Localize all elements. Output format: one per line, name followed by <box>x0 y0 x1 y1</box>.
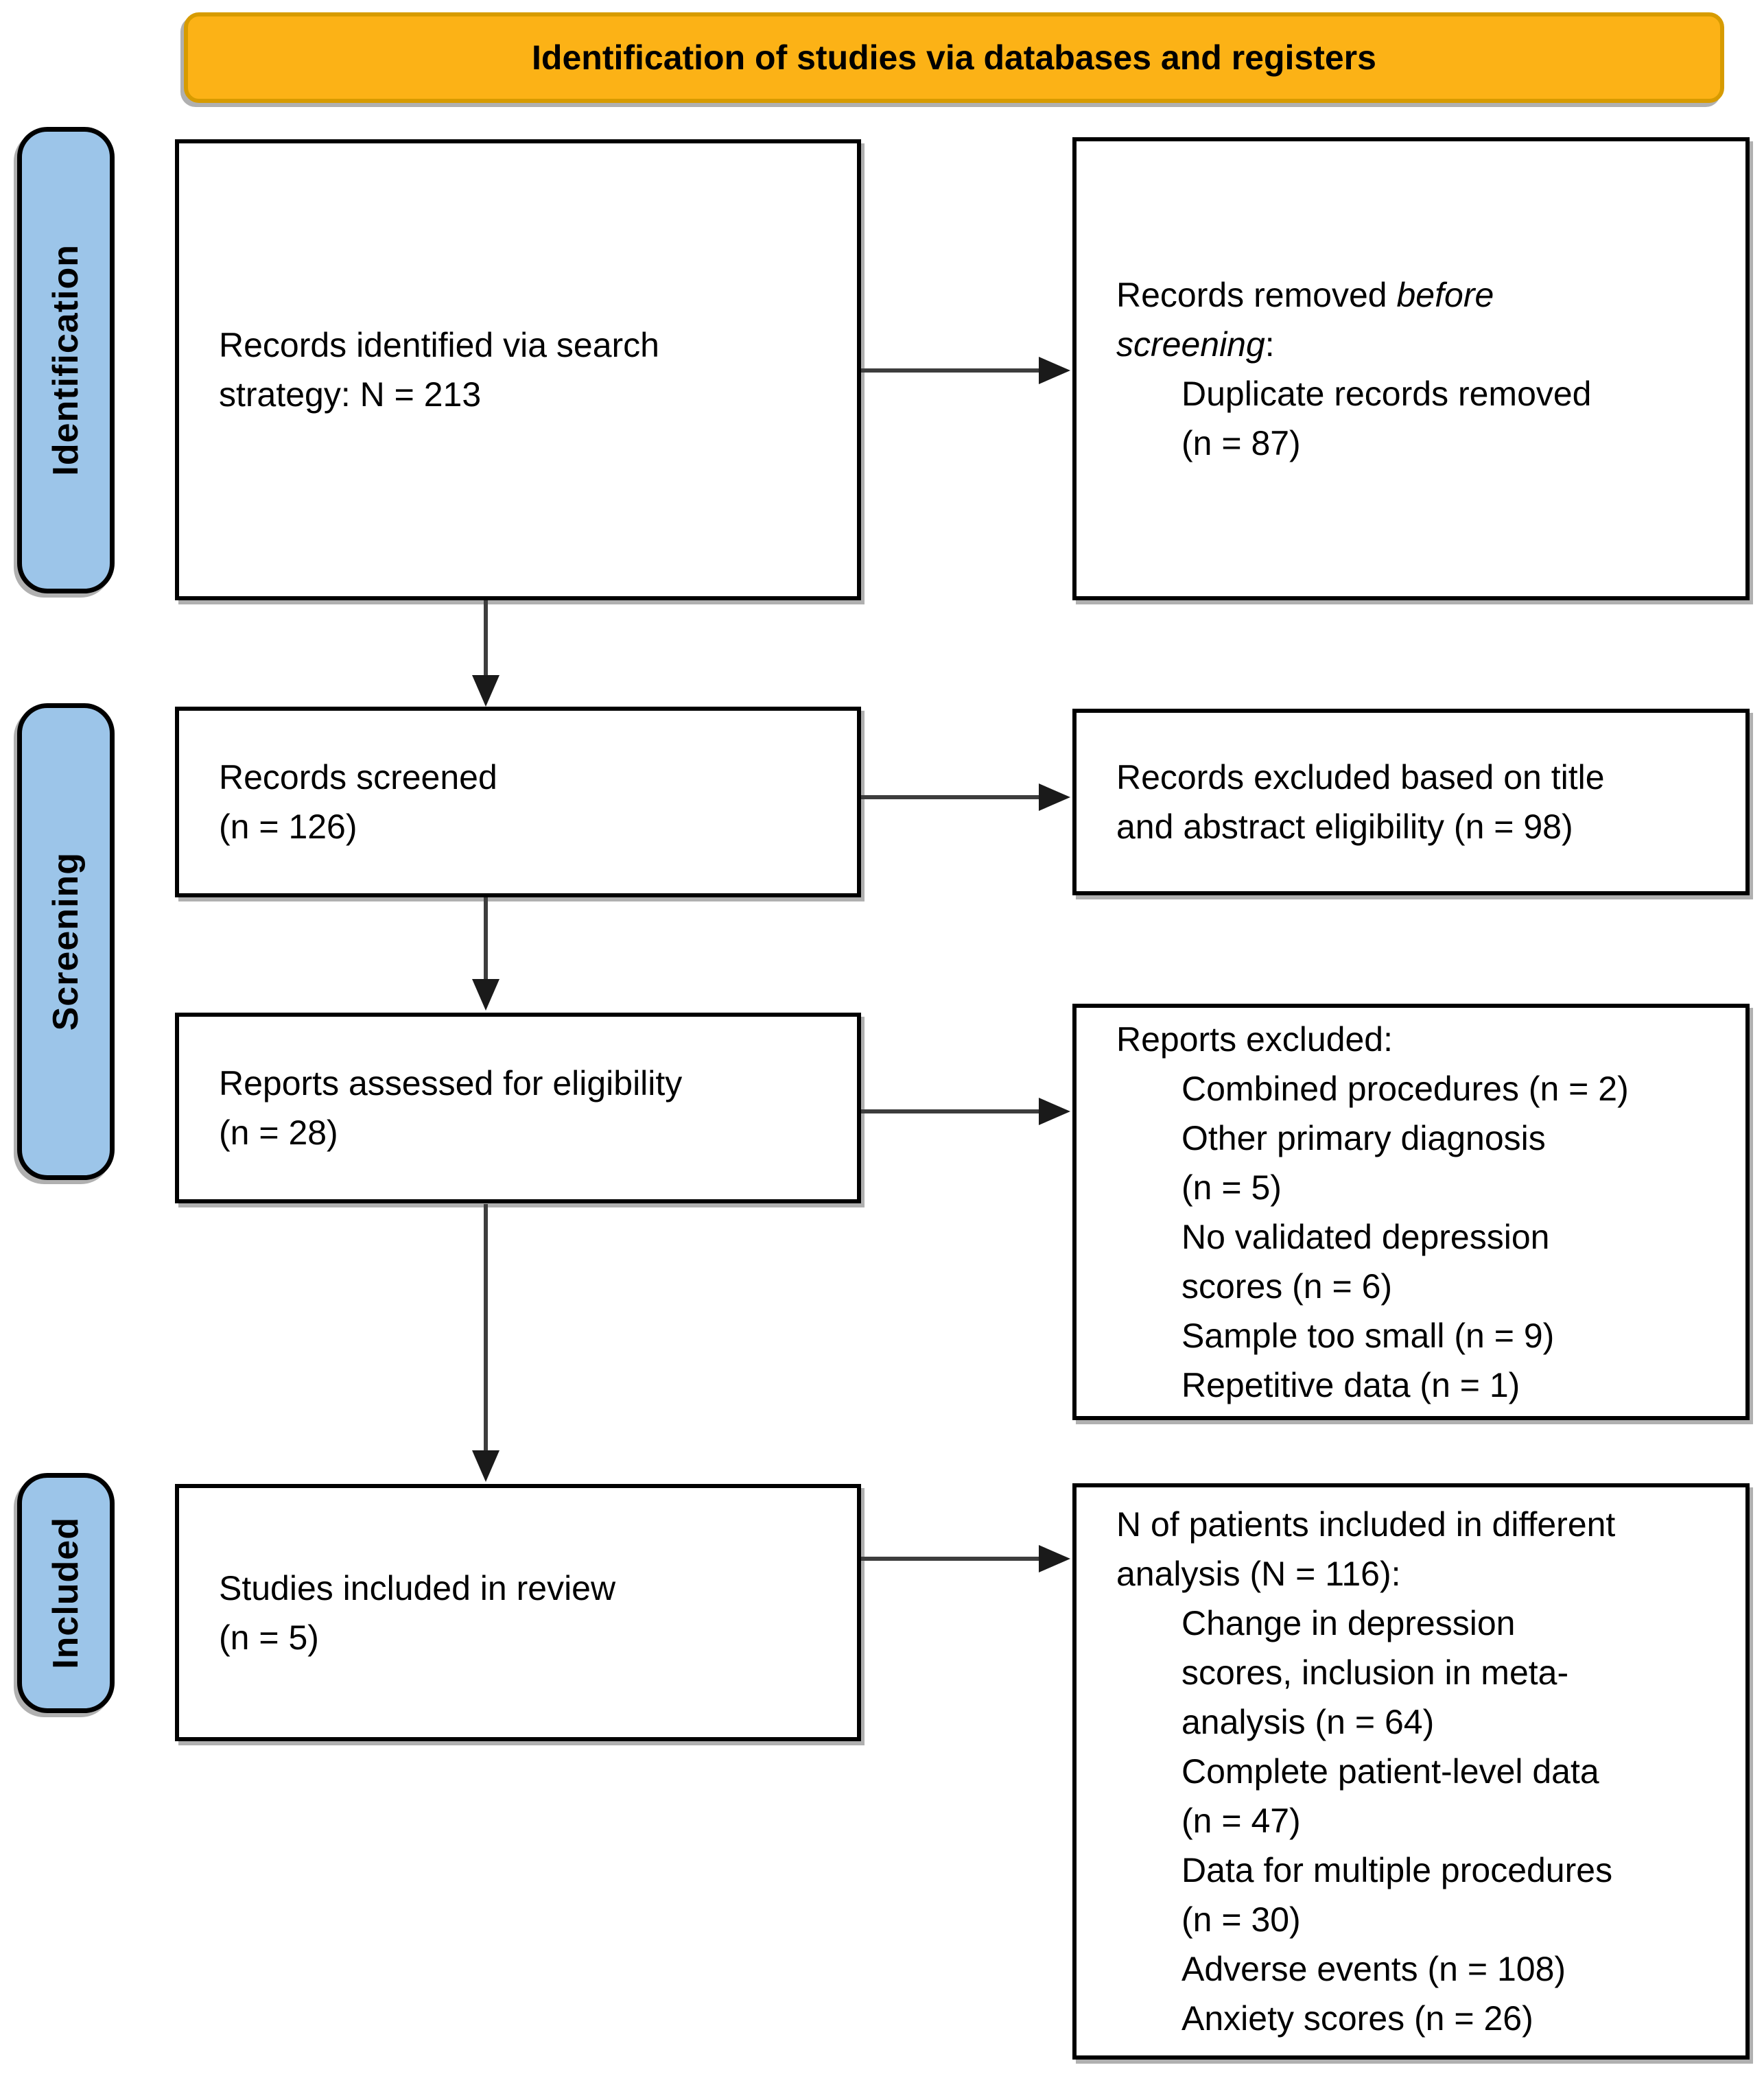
stage-label-text: Screening <box>46 852 86 1031</box>
arrow-right-3-head-icon <box>1039 1098 1070 1125</box>
excluded-item: No validated depression scores (n = 6) <box>1181 1217 1550 1306</box>
stage-label-screening: Screening <box>17 703 115 1180</box>
diagram-title-banner: Identification of studies via databases … <box>184 12 1724 103</box>
excluded-item: Repetitive data (n = 1) <box>1181 1365 1520 1404</box>
analysis-item: Complete patient-level data (n = 47) <box>1181 1752 1599 1840</box>
analysis-item: Adverse events (n = 108) <box>1181 1950 1566 1988</box>
arrow-down-3-stem <box>484 1204 488 1452</box>
arrow-down-2-stem <box>484 897 488 981</box>
arrow-right-4-stem <box>861 1557 1041 1561</box>
box-text: Records removed before screening: <box>1116 270 1728 369</box>
arrow-down-2-head-icon <box>472 979 499 1011</box>
excluded-item: Sample too small (n = 9) <box>1181 1316 1555 1355</box>
box-heading: N of patients included in different anal… <box>1116 1505 1616 1593</box>
box-reports-assessed: Reports assessed for eligibility (n = 28… <box>175 1013 861 1203</box>
arrow-down-3-head-icon <box>472 1450 499 1482</box>
box-records-screened: Records screened (n = 126) <box>175 707 861 897</box>
box-text: Records screened (n = 126) <box>219 758 497 846</box>
arrow-right-2-head-icon <box>1039 783 1070 811</box>
excluded-item: Other primary diagnosis (n = 5) <box>1181 1118 1546 1207</box>
box-records-identified: Records identified via search strategy: … <box>175 139 861 600</box>
box-heading: Reports excluded: <box>1116 1019 1393 1059</box>
box-studies-included: Studies included in review (n = 5) <box>175 1484 861 1741</box>
box-patients-analysis: N of patients included in different anal… <box>1072 1483 1750 2060</box>
diagram-title: Identification of studies via databases … <box>532 38 1376 77</box>
arrow-right-2-stem <box>861 795 1041 799</box>
analysis-item: Change in depression scores, inclusion i… <box>1181 1604 1569 1741</box>
box-text: Records excluded based on title and abst… <box>1116 758 1605 846</box>
box-text-prefix: Records removed <box>1116 275 1397 314</box>
excluded-item: Duplicate records removed (n = 87) <box>1181 374 1592 462</box>
box-text-italic: before screening <box>1116 275 1494 364</box>
stage-label-text: Included <box>46 1517 86 1669</box>
box-text: Reports assessed for eligibility (n = 28… <box>219 1064 683 1152</box>
arrow-down-1-head-icon <box>472 675 499 707</box>
arrow-right-1-head-icon <box>1039 357 1070 384</box>
box-text-suffix: : <box>1265 325 1275 364</box>
arrow-right-3-stem <box>861 1109 1041 1113</box>
stage-label-text: Identification <box>46 244 86 476</box>
excluded-item: Combined procedures (n = 2) <box>1181 1069 1629 1108</box>
arrow-right-4-head-icon <box>1039 1545 1070 1572</box>
box-text: Studies included in review (n = 5) <box>219 1568 616 1657</box>
box-records-excluded: Records excluded based on title and abst… <box>1072 709 1750 895</box>
analysis-item: Anxiety scores (n = 26) <box>1181 1999 1533 2038</box>
box-text: Records identified via search strategy: … <box>219 326 659 414</box>
analysis-item: Data for multiple procedures (n = 30) <box>1181 1851 1613 1939</box>
arrow-right-1-stem <box>861 368 1041 373</box>
box-records-removed-before-screening: Records removed before screening: Duplic… <box>1072 137 1750 600</box>
arrow-down-1-stem <box>484 600 488 677</box>
stage-label-included: Included <box>17 1473 115 1713</box>
box-reports-excluded: Reports excluded: Combined procedures (n… <box>1072 1004 1750 1420</box>
stage-label-identification: Identification <box>17 127 115 593</box>
